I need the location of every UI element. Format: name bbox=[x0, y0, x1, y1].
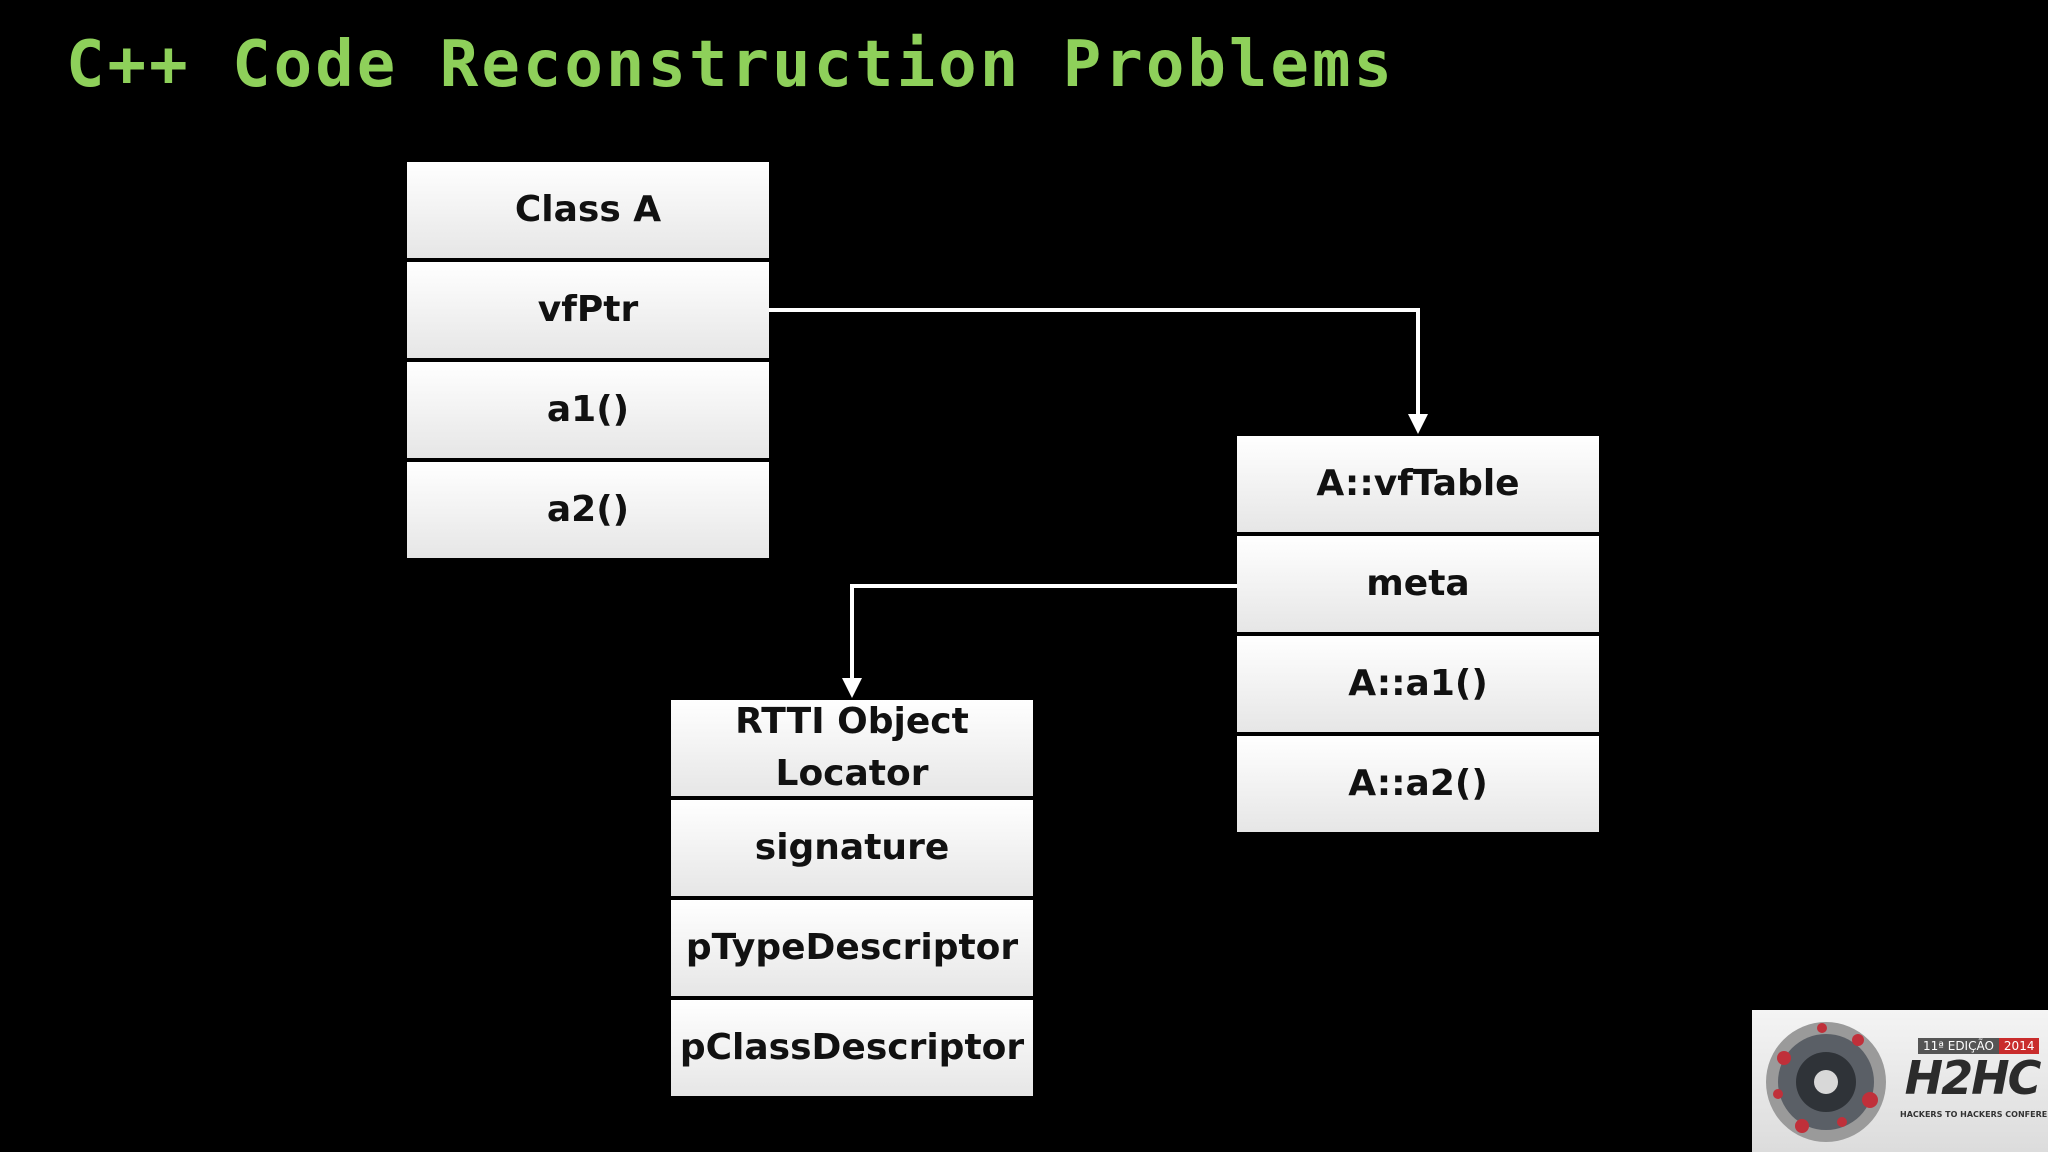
edition-badge: 11ª EDIÇÃO 2014 bbox=[1918, 1038, 2040, 1054]
vftable-header: A::vfTable bbox=[1237, 436, 1599, 532]
globe-icon bbox=[1766, 1022, 1886, 1142]
edition-label: 11ª EDIÇÃO bbox=[1918, 1038, 1999, 1054]
brand-wordmark: H2HC bbox=[1904, 1051, 2042, 1105]
class-a-a2-cell: a2() bbox=[407, 462, 769, 558]
vftable-a2-cell: A::a2() bbox=[1237, 736, 1599, 832]
slide-title: C++ Code Reconstruction Problems bbox=[66, 28, 1395, 102]
class-a-header: Class A bbox=[407, 162, 769, 258]
vftable-a1-cell: A::a1() bbox=[1237, 636, 1599, 732]
edition-year: 2014 bbox=[1998, 1038, 2040, 1054]
vftable-box: A::vfTable meta A::a1() A::a2() bbox=[1237, 436, 1599, 836]
rtti-pclassdescriptor-cell: pClassDescriptor bbox=[671, 1000, 1033, 1096]
class-a-box: Class A vfPtr a1() a2() bbox=[407, 162, 769, 562]
rtti-ptypedescriptor-cell: pTypeDescriptor bbox=[671, 900, 1033, 996]
meta-to-rtti-arrow bbox=[842, 584, 1237, 698]
vftable-meta-cell: meta bbox=[1237, 536, 1599, 632]
vfptr-to-vftable-arrow bbox=[769, 308, 1428, 434]
rtti-box: RTTI Object Locator signature pTypeDescr… bbox=[671, 700, 1033, 1100]
class-a-a1-cell: a1() bbox=[407, 362, 769, 458]
h2hc-logo: 11ª EDIÇÃO 2014 H2HC HACKERS TO HACKERS … bbox=[1752, 1010, 2048, 1152]
rtti-signature-cell: signature bbox=[671, 800, 1033, 896]
rtti-header: RTTI Object Locator bbox=[671, 700, 1033, 796]
class-a-vfptr-cell: vfPtr bbox=[407, 262, 769, 358]
brand-tagline: HACKERS TO HACKERS CONFERENCE bbox=[1900, 1110, 2048, 1119]
